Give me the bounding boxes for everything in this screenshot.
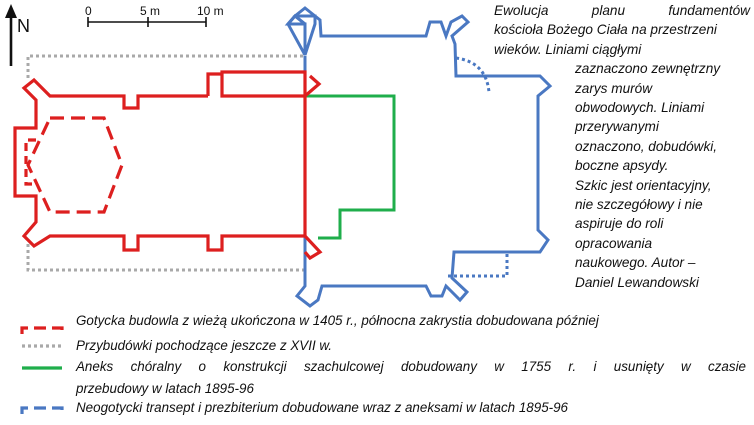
description-line: kościoła Bożego Ciała na przestrzeni <box>494 22 717 38</box>
legend-text-17th: Przybudówki pochodzące jeszcze z XVII w. <box>76 338 333 353</box>
description-line: Szkic jest orientacyjny, <box>575 177 712 193</box>
legend-text-choir-cont: przebudowy w latach 1895-96 <box>76 381 254 396</box>
legend-swatch-gothic <box>20 326 64 334</box>
description-line: Ewolucja planu fundamentów <box>494 3 750 18</box>
description-line: Daniel Lewandowski <box>575 274 699 290</box>
scale-label-10m: 10 m <box>197 4 224 18</box>
legend-swatches <box>20 326 64 414</box>
legend-text-neogothic: Neogotycki transept i prezbiterium dobud… <box>76 400 568 415</box>
description-line: aspiruje do roli <box>575 216 664 232</box>
plan-gothic-tower-dashed <box>26 116 124 214</box>
scale-label-0: 0 <box>85 4 92 18</box>
scale-bar <box>87 17 207 27</box>
description-line: opracowania <box>575 235 653 251</box>
plan-neogothic-aneks <box>448 56 509 278</box>
plan-gothic-church-1405 <box>13 70 323 261</box>
north-label: N <box>17 16 30 36</box>
legend-swatch-neogothic <box>20 406 64 414</box>
description-line: obwodowych. Liniami <box>575 100 705 116</box>
description-line: przerywanymi <box>575 119 659 135</box>
description-line: zarys murów <box>575 80 653 96</box>
plan-choir-annex-1755 <box>305 94 396 240</box>
scale-label-5m: 5 m <box>140 4 160 18</box>
description-line: oznaczono, dobudówki, <box>575 138 718 154</box>
legend-text-gothic: Gotycka budowla z wieżą ukończona w 1405… <box>76 313 599 328</box>
legend-text-choir: Aneks chóralny o konstrukcji szachulcowe… <box>76 359 746 374</box>
description-line: nie szczegółowy i nie <box>575 197 703 213</box>
plan-description: Ewolucja planu fundamentów kościoła Boże… <box>494 1 750 292</box>
north-arrow-icon <box>5 4 17 66</box>
plan-17th-century-annexes <box>26 54 305 272</box>
description-line: boczne apsydy. <box>575 158 669 174</box>
plan-gothic-apse-dashed <box>24 138 36 186</box>
description-line: naukowego. Autor – <box>575 255 696 271</box>
description-line: zaznaczono zewnętrzny <box>575 61 721 77</box>
description-line: wieków. Liniami ciągłymi <box>494 41 642 57</box>
